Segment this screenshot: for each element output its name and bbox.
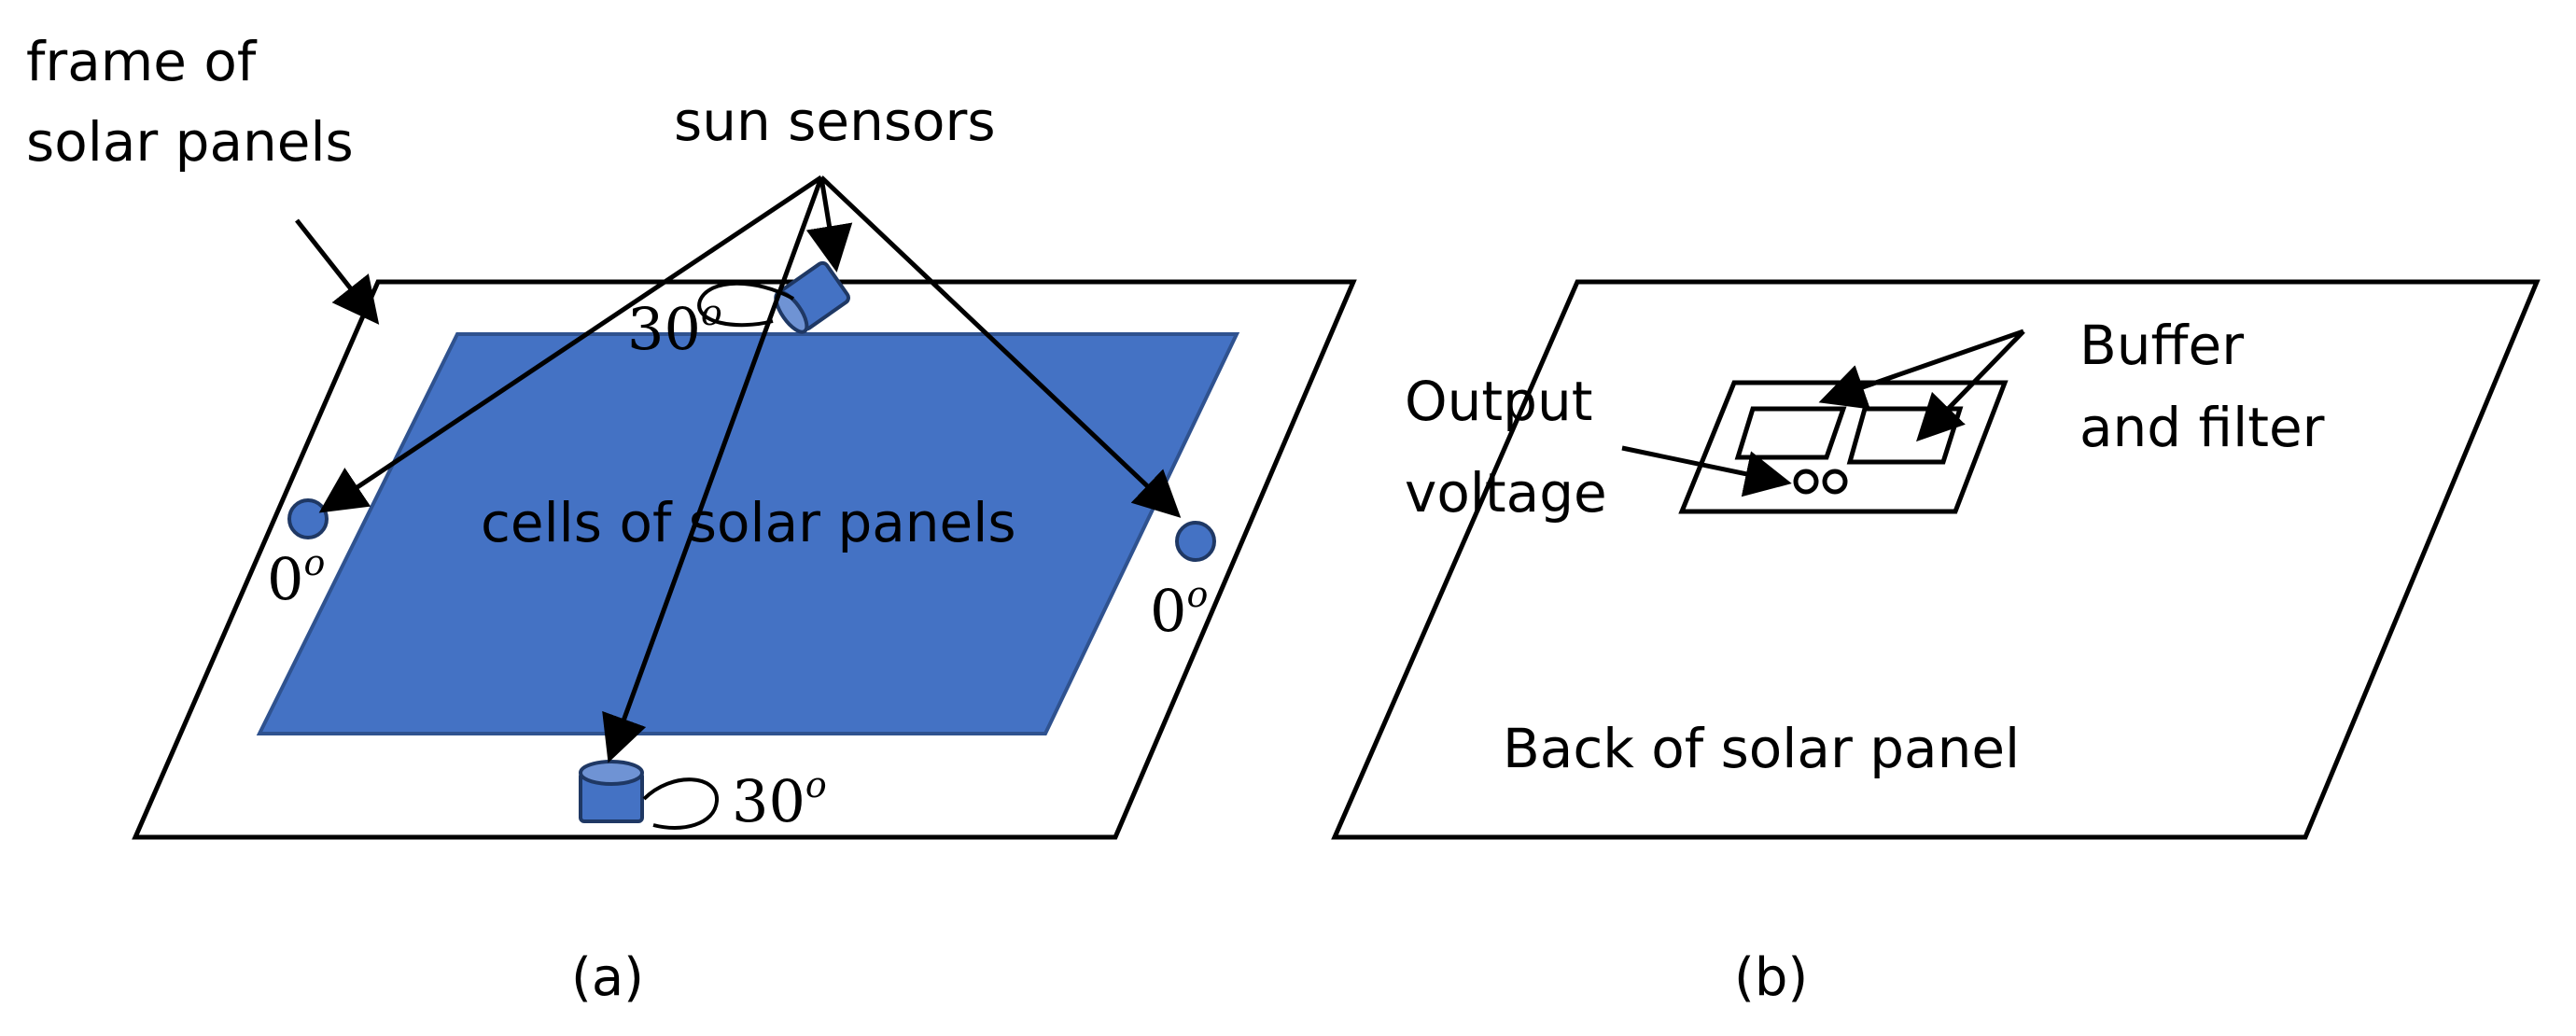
buffer-label-line2: and filter [2079, 396, 2325, 459]
buffer-label: Buffer [2079, 314, 2244, 377]
panel-a: frame of solar panels sun sensors cells … [26, 30, 1357, 1008]
caption-b: (b) [1734, 947, 1808, 1008]
sensor-arrows [318, 175, 1182, 763]
output-voltage-arrow [1621, 445, 1792, 497]
back-label: Back of solar panel [1503, 717, 2020, 780]
panel-b: Buffer and filter Output voltage Back of… [1331, 279, 2541, 1008]
frame-arrow [295, 218, 380, 325]
buffer-filter-arrows [1818, 329, 2025, 442]
solar-cells [256, 332, 1240, 735]
output-label-line2: voltage [1405, 461, 1607, 525]
output-terminal-2 [1822, 469, 1848, 495]
sun-sensor-right [1175, 521, 1216, 562]
sun-sensors-label: sun sensors [674, 90, 996, 153]
angle-curl-top [697, 281, 794, 328]
output-terminal-1 [1793, 469, 1819, 495]
buffer-module-left [1734, 406, 1847, 460]
sun-sensor-bottom [579, 760, 644, 823]
angle-label-bottom: 30o [732, 764, 827, 835]
angle-label-left: 0o [267, 542, 325, 613]
caption-a: (a) [571, 947, 644, 1008]
angle-label-top: 30o [627, 292, 722, 363]
frame-label: frame of [26, 30, 258, 93]
sun-sensor-left [287, 498, 329, 539]
cells-label: cells of solar panels [481, 491, 1016, 554]
frame-label-line2: solar panels [26, 110, 354, 174]
angle-label-right: 0o [1150, 574, 1208, 645]
output-label: Output [1405, 370, 1592, 433]
solar-panel-back [1331, 279, 2541, 840]
angle-curl-bottom [642, 777, 720, 830]
